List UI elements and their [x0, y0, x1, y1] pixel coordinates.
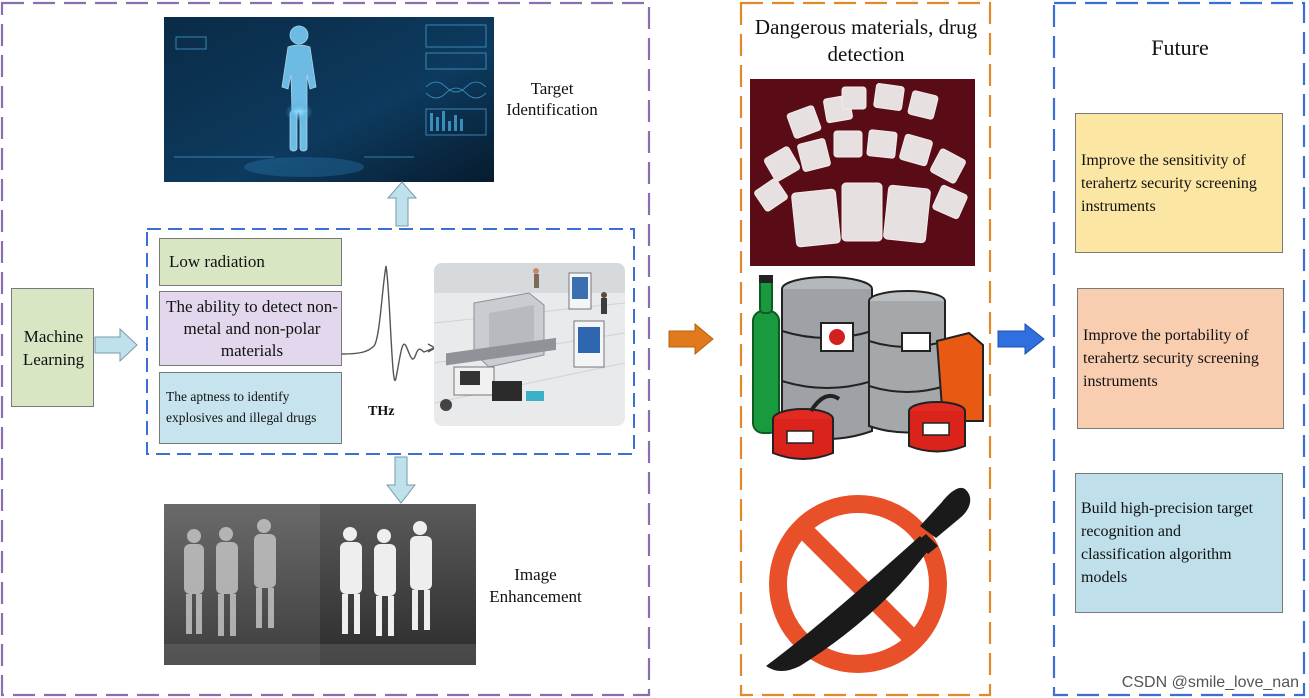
hazardous-barrels-image — [747, 271, 987, 466]
body-scan-image — [164, 17, 494, 182]
low-radiation-label: Low radiation — [169, 252, 265, 271]
aptness-label: The aptness to identify explosives and i… — [166, 389, 317, 425]
properties-dashed-box — [146, 228, 635, 455]
future-item-portability: Improve the portability of terahertz sec… — [1077, 288, 1284, 429]
watermark: CSDN @smile_love_nan — [1121, 674, 1299, 691]
nonmetal-box: The ability to detect non-metal and non-… — [159, 291, 342, 366]
center-panel-border — [739, 1, 992, 697]
right-arrow-ml — [94, 328, 138, 362]
machine-learning-box: Machine Learning — [11, 288, 94, 407]
down-arrow — [386, 456, 416, 504]
prohibited-knife-image — [760, 476, 976, 680]
future-item-algorithm-label: Build high-precision target recognition … — [1081, 500, 1254, 586]
future-item-portability-label: Improve the portability of terahertz sec… — [1083, 327, 1259, 390]
blue-arrow — [997, 323, 1045, 355]
nonmetal-label: The ability to detect non-metal and non-… — [166, 297, 338, 360]
drug-bags-image — [750, 79, 975, 266]
right-panel-border — [1052, 1, 1306, 697]
left-panel-border — [0, 1, 651, 697]
future-item-sensitivity-label: Improve the sensitivity of terahertz sec… — [1081, 152, 1257, 215]
image-enhancement-label: Image Enhancement — [489, 565, 582, 606]
target-identification-label: Target Identification — [506, 79, 598, 119]
security-scanner-image — [434, 263, 625, 426]
orange-arrow — [668, 323, 714, 355]
aptness-box: The aptness to identify explosives and i… — [159, 372, 342, 444]
future-title: Future — [1151, 35, 1209, 60]
thermal-people-image — [164, 504, 476, 665]
thz-wave — [341, 265, 436, 382]
future-item-sensitivity: Improve the sensitivity of terahertz sec… — [1075, 113, 1283, 253]
future-item-algorithm: Build high-precision target recognition … — [1075, 473, 1283, 613]
thz-label: THz — [368, 404, 395, 419]
low-radiation-box: Low radiation — [159, 238, 342, 286]
up-arrow — [387, 181, 417, 227]
machine-learning-label: Machine Learning — [22, 327, 85, 369]
center-title: Dangerous materials, drug detection — [754, 15, 978, 66]
